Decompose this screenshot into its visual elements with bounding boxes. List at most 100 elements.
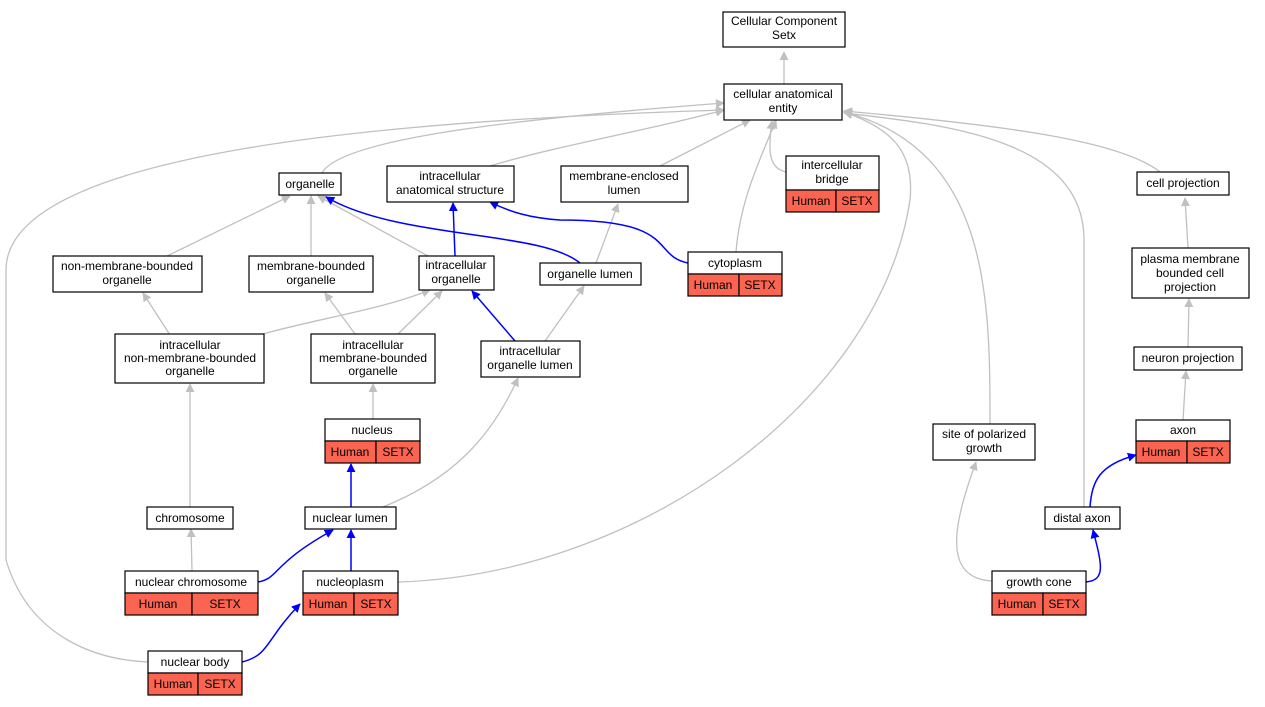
annotation-gene-label: SETX	[1192, 445, 1223, 459]
node-label-line: projection	[1164, 280, 1216, 294]
edge-np-to-pmbcp	[1184, 298, 1194, 348]
edge-growthcone-to-distalaxon	[1085, 529, 1102, 583]
node-label-line: Setx	[772, 28, 796, 42]
edge-io-to-ias	[448, 202, 458, 257]
node-label-line: organelle	[348, 364, 398, 378]
node-intracellular-non-membrane-bounded-organelle[interactable]: intracellular non-membrane-bounded organ…	[114, 333, 265, 384]
node-growth-cone[interactable]: growth cone Human SETX	[991, 570, 1087, 616]
edge-nucleoplasm-to-cae	[397, 110, 912, 583]
node-distal-axon[interactable]: distal axon	[1044, 506, 1121, 530]
annotation-species-label: Human	[331, 445, 370, 459]
edge-bridge-to-cae	[766, 120, 787, 173]
edge-nmbo-to-organelle	[164, 195, 291, 258]
annotation-species-label: Human	[694, 278, 733, 292]
annotation-gene	[1042, 592, 1087, 616]
node-intercellular-bridge[interactable]: intercellular bridge Human SETX	[785, 155, 880, 213]
node-plasma-membrane-bounded-cell-projection[interactable]: plasma membrane bounded cell projection	[1131, 247, 1250, 299]
annotation-gene-label: SETX	[1048, 597, 1079, 611]
edges-is-a	[5, 51, 1194, 663]
node-label-line: cytoplasm	[708, 256, 762, 270]
node-label-line: entity	[769, 101, 798, 115]
edge-nuclumen-to-iol	[382, 377, 519, 508]
node-organelle[interactable]: organelle	[278, 172, 342, 196]
node-label-line: site of polarized	[942, 427, 1026, 441]
node-label-line: growth	[966, 441, 1002, 455]
node-label-line: membrane-enclosed	[569, 169, 678, 183]
node-label-line: organelle lumen	[547, 267, 632, 281]
node-nuclear-chromosome[interactable]: nuclear chromosome Human SETX	[124, 570, 259, 616]
node-neuron-projection[interactable]: neuron projection	[1133, 346, 1243, 371]
node-label-line: bridge	[815, 172, 849, 186]
edge-nucchrom-to-nuclumen	[257, 529, 334, 583]
node-membrane-enclosed-lumen[interactable]: membrane-enclosed lumen	[560, 165, 689, 203]
edge-iol-to-lumen	[544, 285, 585, 342]
edge-lumen-to-organelle	[325, 196, 581, 264]
node-label-line: neuron projection	[1142, 351, 1235, 365]
annotation-gene	[191, 592, 259, 616]
node-label-line: nuclear body	[161, 655, 230, 669]
node-axon[interactable]: axon Human SETX	[1135, 419, 1231, 464]
node-intracellular-anatomical-structure[interactable]: intracellular anatomical structure	[386, 165, 515, 203]
annotation-species-label: Human	[792, 194, 831, 208]
annotation-gene-label: SETX	[360, 597, 391, 611]
node-label-line: distal axon	[1053, 511, 1110, 525]
annotation-gene	[835, 189, 880, 213]
node-intracellular-organelle-lumen[interactable]: intracellular organelle lumen	[480, 340, 581, 378]
edge-nuclearbody-to-nucleoplasm	[241, 603, 301, 663]
annotation-species-label: Human	[1142, 445, 1181, 459]
node-label-line: nucleus	[351, 423, 392, 437]
node-intracellular-organelle[interactable]: intracellular organelle	[418, 255, 495, 291]
nodes: Cellular Component Setx cellular anatomi…	[52, 11, 1250, 696]
node-label-line: anatomical structure	[396, 183, 504, 197]
node-label-line: membrane-bounded	[319, 351, 427, 365]
node-label-line: intracellular	[425, 258, 486, 272]
node-cytoplasm[interactable]: cytoplasm Human SETX	[687, 251, 783, 297]
node-label-line: intracellular	[419, 169, 480, 183]
node-nuclear-lumen[interactable]: nuclear lumen	[304, 506, 397, 530]
node-cellular-component-setx[interactable]: Cellular Component Setx	[722, 11, 846, 48]
edge-growthcone-to-sitepolar	[955, 461, 993, 582]
node-label-line: nuclear chromosome	[135, 575, 247, 589]
annotation-gene-label: SETX	[744, 278, 775, 292]
node-label-line: cellular anatomical	[733, 87, 832, 101]
node-site-of-polarized-growth[interactable]: site of polarized growth	[932, 423, 1036, 461]
node-label-line: intracellular	[342, 338, 403, 352]
edge-cellproj-to-cae	[843, 107, 1161, 173]
edge-inmbo-to-nmbo	[142, 292, 171, 336]
node-cellular-anatomical-entity[interactable]: cellular anatomical entity	[723, 83, 843, 121]
annotation-gene	[197, 672, 243, 696]
node-label-line: Cellular Component	[731, 14, 838, 28]
edge-io-to-organelle	[317, 195, 429, 257]
annotation-species-label: Human	[139, 597, 178, 611]
edge-axon-to-np	[1181, 370, 1190, 421]
annotation-gene	[353, 592, 399, 616]
annotation-gene-label: SETX	[841, 194, 872, 208]
node-intracellular-membrane-bounded-organelle[interactable]: intracellular membrane-bounded organelle	[310, 333, 436, 384]
node-nucleoplasm[interactable]: nucleoplasm Human SETX	[302, 570, 399, 616]
annotation-gene-label: SETX	[382, 445, 413, 459]
annotation-species-label: Human	[154, 677, 193, 691]
annotation-gene-label: SETX	[209, 597, 240, 611]
annotation-gene-label: SETX	[204, 677, 235, 691]
annotation-gene	[375, 440, 421, 464]
node-label-line: growth cone	[1006, 575, 1072, 589]
edge-cytoplasm-to-ias	[489, 201, 689, 264]
node-organelle-lumen[interactable]: organelle lumen	[539, 262, 642, 286]
node-label-line: intracellular	[159, 338, 220, 352]
node-cell-projection[interactable]: cell projection	[1136, 171, 1230, 196]
edge-sitepolar-to-cae	[843, 109, 991, 425]
node-nucleus[interactable]: nucleus Human SETX	[324, 418, 421, 464]
node-chromosome[interactable]: chromosome	[146, 506, 234, 530]
edges-part-of	[241, 196, 1137, 663]
node-membrane-bounded-organelle[interactable]: membrane-bounded organelle	[248, 255, 374, 293]
node-nuclear-body[interactable]: nuclear body Human SETX	[147, 650, 243, 696]
annotation-species-label: Human	[309, 597, 348, 611]
node-label-line: axon	[1170, 423, 1196, 437]
node-label-line: organelle	[431, 272, 481, 286]
node-label-line: intracellular	[499, 344, 560, 358]
node-non-membrane-bounded-organelle[interactable]: non-membrane-bounded organelle	[52, 255, 203, 293]
edge-nuclearbody-to-cae	[5, 105, 725, 663]
edge-imbo-to-mbo	[324, 292, 356, 335]
node-label-line: cell projection	[1146, 176, 1219, 190]
